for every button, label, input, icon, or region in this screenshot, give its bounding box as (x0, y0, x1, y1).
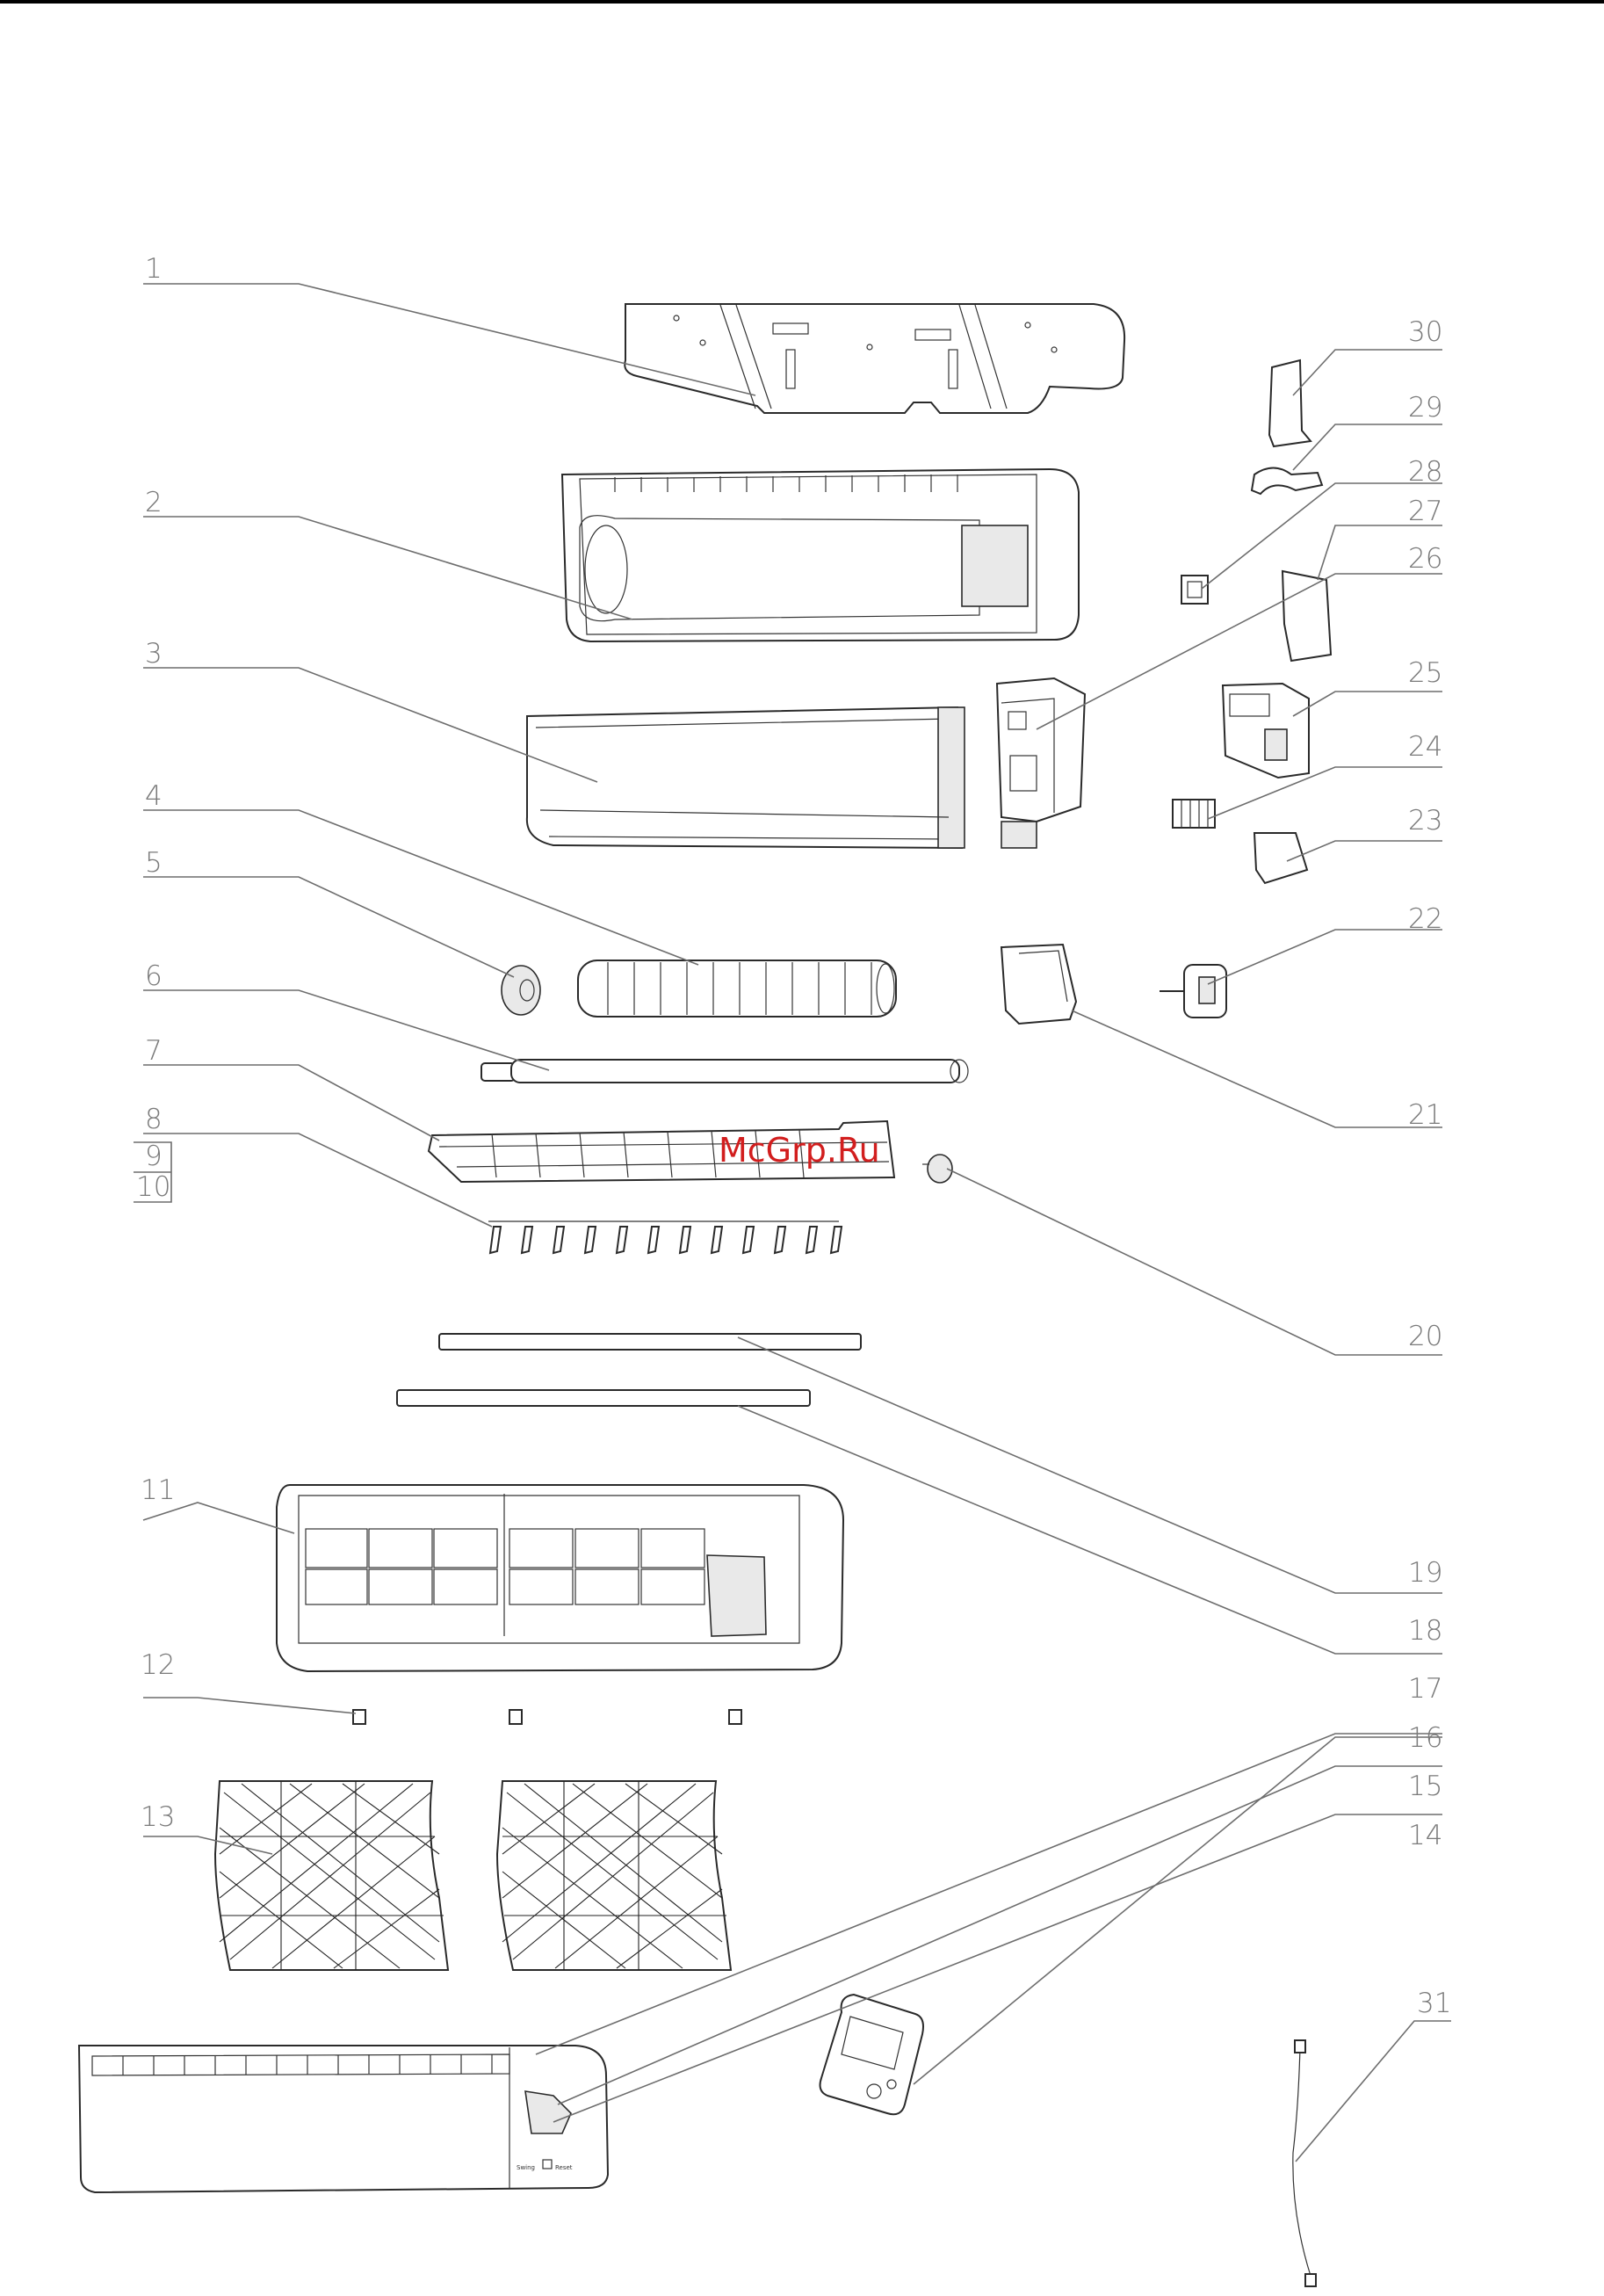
part-23-terminal-cover (1254, 833, 1307, 883)
part-crossflow-fan (578, 960, 896, 1017)
callout-25: 25 (1408, 657, 1442, 689)
part-29-pipe-clamp (1252, 468, 1322, 495)
part-drain-pipe (481, 1060, 968, 1083)
part-motor-bracket (1001, 945, 1076, 1024)
callout-11: 11 (141, 1474, 175, 1506)
callout-16: 16 (1408, 1722, 1442, 1754)
part-mounting-plate (625, 304, 1124, 413)
part-fan-motor (1160, 965, 1226, 1018)
part-27-cover-plate (1282, 571, 1331, 661)
part-front-frame (277, 1485, 843, 1671)
callout-17: 17 (1408, 1673, 1442, 1705)
part-28-connector (1181, 576, 1208, 604)
part-24-heatsink (1173, 800, 1215, 828)
callout-26: 26 (1408, 543, 1442, 575)
callout-28: 28 (1408, 456, 1442, 488)
callout-12: 12 (141, 1649, 175, 1681)
callout-30: 30 (1408, 316, 1442, 348)
callout-31: 31 (1417, 1988, 1451, 2019)
callout-13: 13 (141, 1801, 175, 1833)
callout-20: 20 (1408, 1321, 1442, 1352)
callout-18: 18 (1408, 1615, 1442, 1647)
part-front-cover: Swing Reset (79, 2046, 608, 2192)
callout-6: 6 (145, 960, 163, 992)
callout-24: 24 (1408, 731, 1442, 763)
callout-7: 7 (145, 1035, 163, 1067)
panel-button-swing-label: Swing (517, 2164, 535, 2171)
part-remote-controller (820, 1995, 923, 2114)
watermark-text: McGrp.Ru (719, 1131, 880, 1170)
part-bearing (502, 966, 540, 1015)
callout-19: 19 (1408, 1557, 1442, 1589)
callout-3: 3 (145, 638, 163, 670)
part-electric-box (997, 678, 1085, 848)
part-horizontal-rod-lower (397, 1390, 810, 1406)
callout-2: 2 (145, 487, 163, 518)
callout-23: 23 (1408, 805, 1442, 837)
part-horizontal-rod-upper (439, 1334, 861, 1350)
callout-29: 29 (1408, 392, 1442, 424)
part-evaporator (527, 707, 965, 848)
callout-14: 14 (1408, 1820, 1442, 1851)
part-25-control-box (1223, 684, 1309, 778)
part-30-bracket (1269, 360, 1311, 446)
callout-8: 8 (145, 1104, 163, 1135)
part-vertical-louvers (488, 1221, 842, 1253)
part-air-filters (215, 1781, 731, 1970)
callout-22: 22 (1408, 903, 1442, 935)
part-chassis (562, 469, 1079, 641)
callout-27: 27 (1408, 496, 1442, 527)
panel-button-reset-label: Reset (555, 2164, 573, 2171)
callout-1: 1 (145, 253, 163, 285)
part-clips (353, 1710, 741, 1724)
part-sensor-wire (1293, 2040, 1316, 2286)
callout-9: 9 (145, 1141, 163, 1172)
callout-5: 5 (145, 847, 163, 879)
callout-10: 10 (136, 1171, 170, 1203)
callout-15: 15 (1408, 1771, 1442, 1802)
callout-4: 4 (145, 780, 163, 812)
callout-21: 21 (1408, 1099, 1442, 1131)
